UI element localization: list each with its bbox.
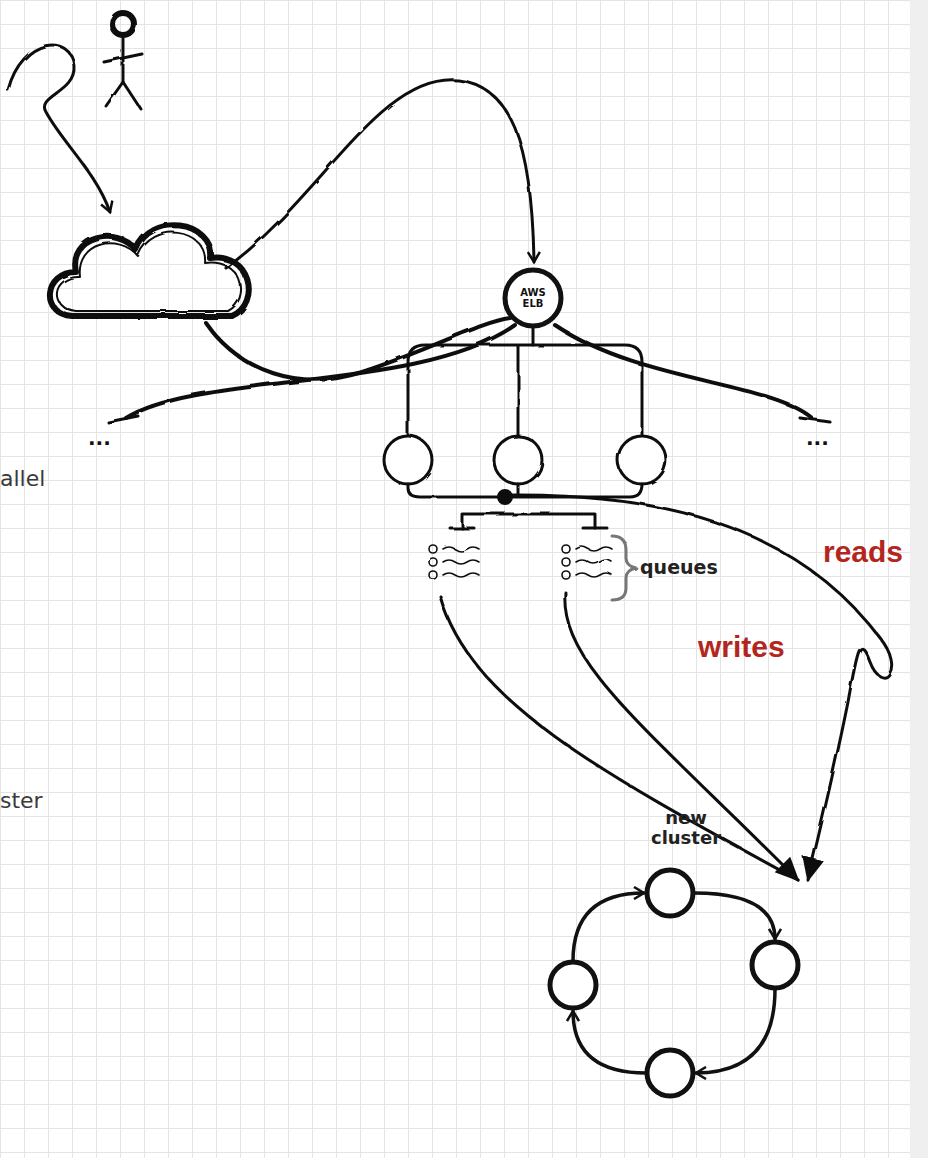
slide-text-fragment: allel — [0, 466, 45, 491]
person-legs — [106, 82, 140, 108]
queues-brace — [612, 536, 636, 600]
person-arms — [104, 54, 142, 62]
cloud-to-elb-line — [226, 80, 534, 268]
cluster-member-circle — [647, 870, 693, 916]
queue-feed-line — [462, 514, 595, 528]
server-frame-top — [408, 345, 642, 436]
terminal-tick — [450, 527, 607, 530]
ellipsis-label: ... — [806, 426, 829, 450]
fanout-line — [126, 325, 515, 418]
slide-text-fragment: ster — [0, 788, 43, 813]
cloud-shape — [50, 225, 249, 316]
load-balancer-circle: AWS ELB — [503, 268, 563, 328]
ring-arrow — [573, 1011, 646, 1073]
queues-label: queues — [640, 556, 718, 578]
person-head — [112, 13, 134, 35]
cluster-ring-outline — [540, 808, 810, 1108]
queue-icon — [429, 545, 479, 579]
writes-line — [565, 592, 798, 880]
elb-down-line — [532, 328, 535, 345]
writes-line — [440, 596, 798, 880]
terminal-tick — [108, 416, 138, 422]
cluster-member-circle — [647, 1050, 693, 1096]
node-label: AWS ELB — [513, 268, 553, 328]
server-circle — [384, 436, 432, 484]
ring-arrow — [573, 893, 644, 961]
flow-label: writes — [698, 630, 785, 664]
node-label: new cluster — [640, 808, 732, 848]
fanout-line — [555, 325, 812, 418]
ring-arrow — [694, 893, 775, 939]
cloud-inner — [57, 233, 241, 311]
cluster-member-circle — [550, 962, 596, 1008]
cluster-ring: new cluster — [540, 808, 810, 1108]
ellipsis-label: ... — [88, 426, 111, 450]
server-circle — [494, 436, 542, 484]
sketch-group — [8, 13, 892, 880]
flow-label: reads — [823, 535, 903, 569]
terminal-tick — [800, 418, 830, 422]
ring-arrow — [696, 989, 775, 1073]
junction-dot — [498, 490, 512, 504]
cluster-member-circle — [752, 942, 798, 988]
side-band — [910, 0, 928, 1158]
server-circle — [618, 436, 666, 484]
ring-group — [550, 870, 798, 1096]
user-request-line — [8, 45, 110, 212]
queue-icon — [562, 545, 612, 579]
